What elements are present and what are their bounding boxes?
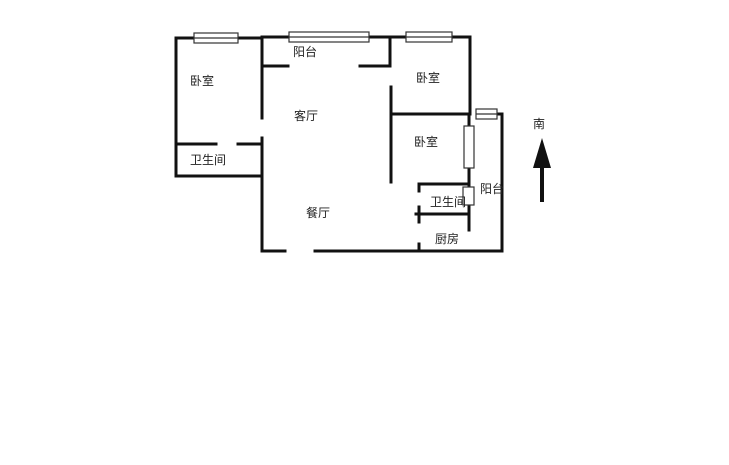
room-label-balcony-east: 阳台 (480, 182, 505, 196)
windows (193, 31, 498, 206)
room-label-bathroom-east: 卫生间 (430, 195, 467, 209)
compass-label: 南 (533, 117, 546, 131)
room-label-dining-room: 餐厅 (306, 206, 331, 220)
compass-arrow-icon (533, 138, 551, 202)
room-label-bathroom-west: 卫生间 (190, 153, 227, 167)
room-label-living-room: 客厅 (294, 109, 319, 123)
room-label-balcony-north: 阳台 (293, 45, 318, 59)
room-label-kitchen: 厨房 (435, 232, 460, 246)
room-label-bedroom-ne: 卧室 (416, 71, 441, 85)
walls (174, 35, 504, 253)
room-label-bedroom-east: 卧室 (414, 135, 439, 149)
room-label-bedroom-west: 卧室 (190, 74, 215, 88)
